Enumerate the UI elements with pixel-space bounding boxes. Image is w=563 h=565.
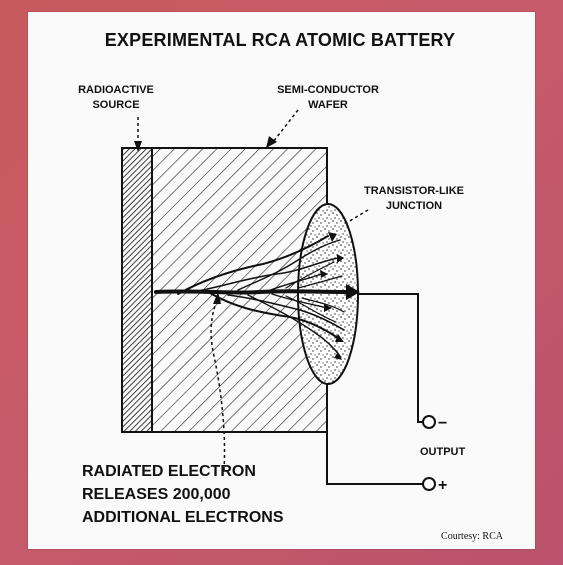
radioactive-source <box>121 147 153 433</box>
atomic-battery-diagram: EXPERIMENTAL RCA ATOMIC BATTERY RADIOACT… <box>78 30 504 542</box>
label-output: OUTPUT <box>420 446 466 458</box>
pointer-radiated-electron <box>210 297 226 471</box>
caption-line3: ADDITIONAL ELECTRONS <box>82 509 284 526</box>
label-semiconductor-wafer-line1: SEMI-CONDUCTOR <box>277 84 379 96</box>
output-positive-sign: + <box>438 477 447 494</box>
label-radioactive-source-line1: RADIOACTIVE <box>78 84 154 96</box>
output-negative-sign: − <box>438 415 447 432</box>
diagram-page: EXPERIMENTAL RCA ATOMIC BATTERY RADIOACT… <box>28 12 535 549</box>
arrowhead-icon <box>134 141 142 152</box>
label-radioactive-source-line2: SOURCE <box>92 99 139 111</box>
output-terminal-positive <box>422 477 436 491</box>
electron-cascade <box>154 232 360 360</box>
arrowhead-icon <box>213 292 221 304</box>
label-semiconductor-wafer-line2: WAFER <box>308 99 348 111</box>
arrowhead-icon <box>266 136 277 148</box>
courtesy-credit: Courtesy: RCA <box>441 531 504 542</box>
diagram-title: EXPERIMENTAL RCA ATOMIC BATTERY <box>105 30 456 50</box>
pointer-semiconductor-wafer <box>272 109 299 143</box>
label-junction-line2: JUNCTION <box>386 200 442 212</box>
output-wire-positive <box>326 408 423 485</box>
caption-line1: RADIATED ELECTRON <box>82 463 256 480</box>
output-wire-negative <box>358 293 423 423</box>
caption-line2: RELEASES 200,000 <box>82 486 231 503</box>
label-junction-line1: TRANSISTOR-LIKE <box>364 185 464 197</box>
output-terminal-negative <box>422 415 436 429</box>
